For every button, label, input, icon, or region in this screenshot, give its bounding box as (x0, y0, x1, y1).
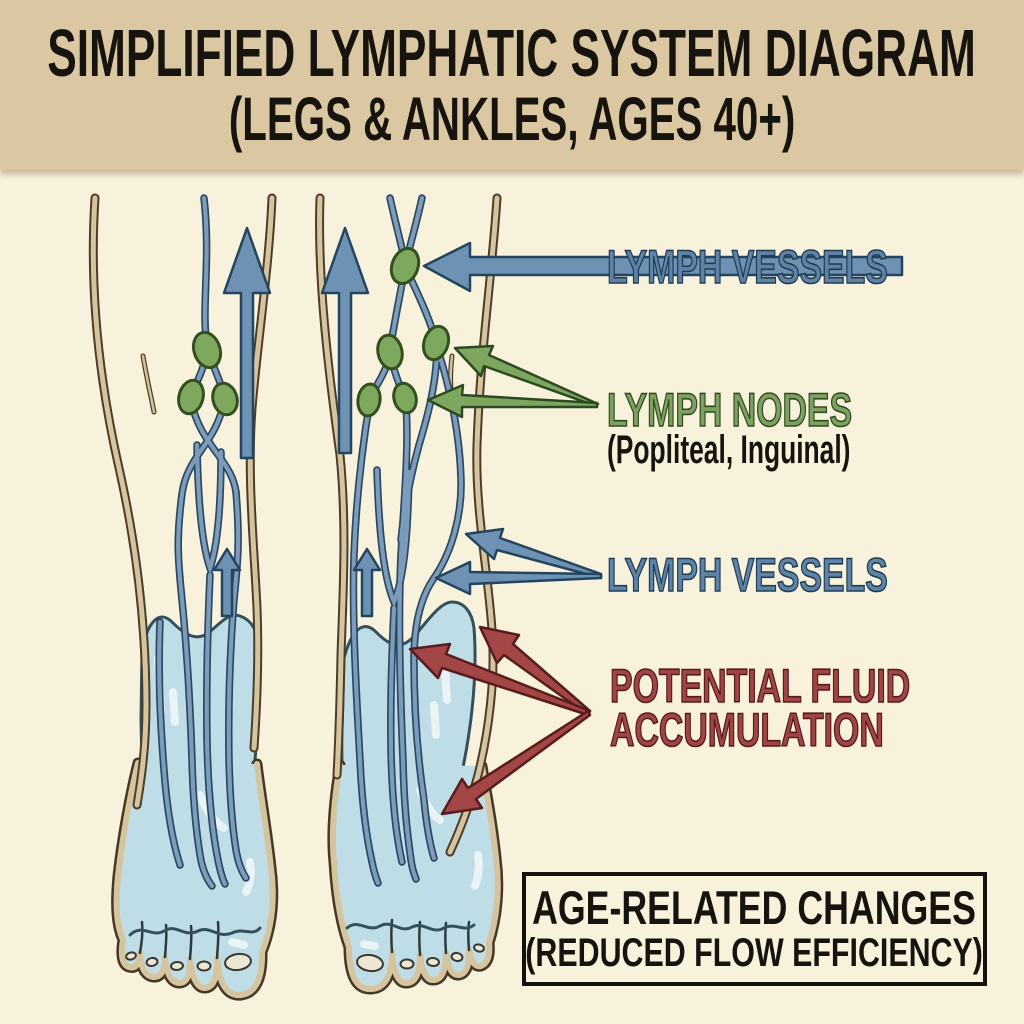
fluid-arrow-lower (440, 709, 592, 816)
feet (111, 757, 504, 1001)
label-lymph-nodes: LYMPH NODES (606, 382, 853, 437)
label-lymph-nodes-subtitle: (Popliteal, Inguinal) (607, 428, 851, 472)
label-pointer-arrows (408, 241, 904, 816)
lymph-nodes (177, 247, 451, 418)
label-fluid-line1: POTENTIAL FLUID (609, 659, 911, 712)
lymph-nodes-arrow-upper (453, 344, 600, 408)
fluid-arrow-middle (408, 642, 592, 717)
callout-line1: AGE-RELATED CHANGES (532, 880, 977, 934)
page-title-line1: SIMPLIFIED LYMPHATIC SYSTEM DIAGRAM (47, 16, 977, 91)
lymph-nodes-arrow-lower (426, 383, 599, 419)
label-lymph-vessels-mid: LYMPH VESSELS (606, 547, 888, 602)
label-potential-fluid-accumulation: POTENTIAL FLUID ACCUMULATION (609, 659, 911, 756)
page-title-line2: (LEGS & ANKLES, AGES 40+) (228, 85, 796, 153)
label-lymph-vessels-top: LYMPH VESSELS (606, 239, 888, 294)
title-banner: SIMPLIFIED LYMPHATIC SYSTEM DIAGRAM (LEG… (0, 0, 1024, 170)
flow-direction-arrows (212, 226, 382, 618)
lymph-vessels-mid-arrow-lower (434, 560, 603, 596)
callout-line2: (REDUCED FLOW EFFICIENCY) (525, 930, 984, 975)
lymph-vessels-top-arrow (422, 241, 904, 293)
lymph-vessel-lines (157, 195, 464, 889)
label-fluid-line2: ACCUMULATION (609, 702, 884, 756)
age-related-changes-box: AGE-RELATED CHANGES (REDUCED FLOW EFFICI… (522, 872, 987, 986)
